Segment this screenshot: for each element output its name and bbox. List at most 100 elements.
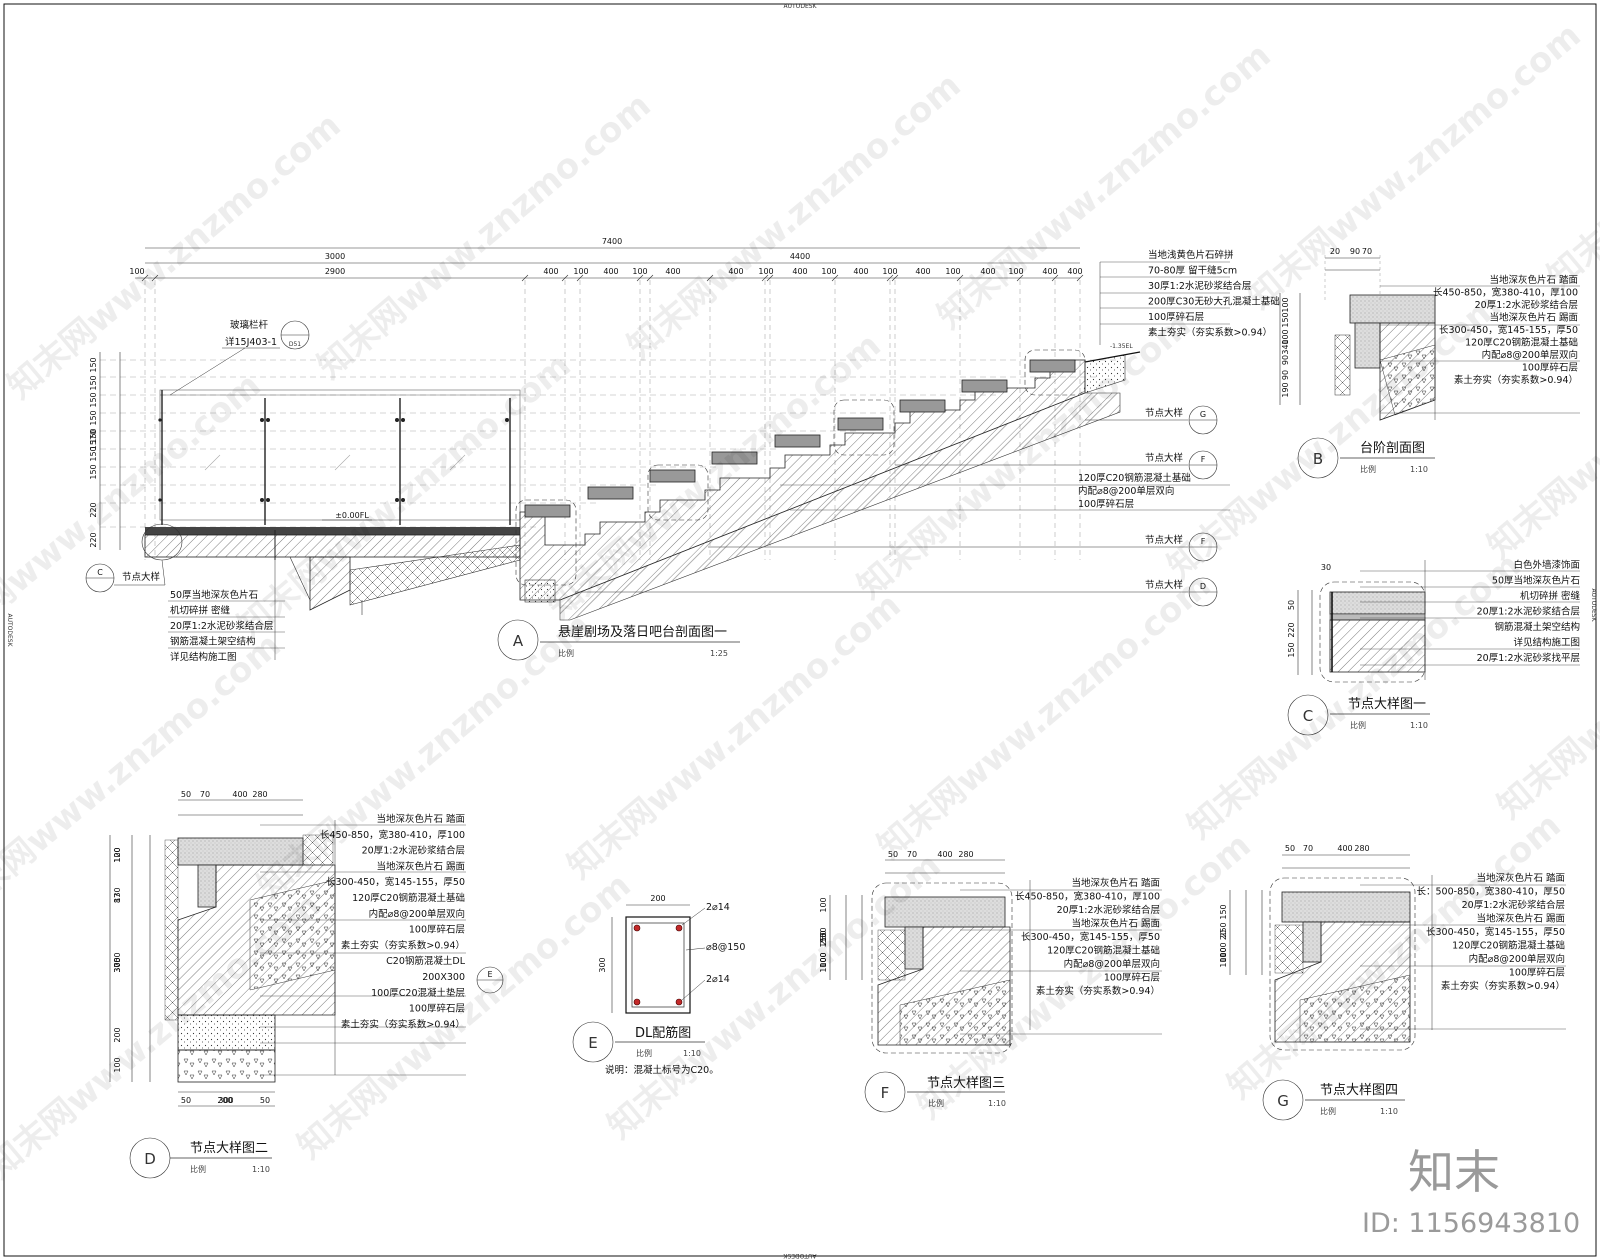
f-note-7: 100厚碎石层 bbox=[1104, 972, 1160, 984]
d-dim-left-8: 100 bbox=[113, 1057, 122, 1072]
e-label: E bbox=[588, 1034, 597, 1052]
f-dim-left-4: 150 bbox=[819, 932, 828, 947]
d-note-4: 长300-450，宽145-155，厚50 bbox=[326, 876, 465, 888]
b-note-5: 120厚C20钢筋混凝土基础 bbox=[1465, 337, 1578, 349]
a-callout-text-2: 节点大样 bbox=[1145, 534, 1183, 546]
a-dim-total: 7400 bbox=[602, 237, 622, 246]
e-stirrup: ⌀8@150 bbox=[706, 942, 745, 953]
e-dim-w: 200 bbox=[650, 894, 665, 903]
b-note-8: 素土夯实（夯实系数>0.94） bbox=[1454, 374, 1578, 386]
d-dim-bottom-0: 50 bbox=[181, 1096, 191, 1105]
f-scale-label: 比例 bbox=[928, 1098, 944, 1108]
railing-ref: 详15J403-1 bbox=[225, 336, 277, 348]
c-note-0: 白色外墙漆饰面 bbox=[1513, 559, 1580, 571]
a-dim-low-15: 400 bbox=[980, 267, 995, 276]
d-scale-label: 比例 bbox=[190, 1164, 206, 1174]
c-dim-left-1: 50 bbox=[1287, 600, 1296, 610]
d-dim-top-3: 280 bbox=[252, 790, 267, 799]
a-dim-low-17: 400 bbox=[1042, 267, 1057, 276]
a-left-note-1: 机切碎拼 密缝 bbox=[170, 605, 231, 617]
brand-logo: 知末 bbox=[1408, 1145, 1500, 1199]
a-right-note-2: 30厚1:2水泥砂浆结合层 bbox=[1148, 280, 1251, 292]
b-note-7: 100厚碎石层 bbox=[1522, 362, 1578, 374]
autodesk-top: AUTODESK bbox=[783, 3, 817, 10]
g-dim-left-4: 100 bbox=[1219, 947, 1228, 962]
b-dim-left-5: 90 bbox=[1281, 355, 1290, 365]
b-note-0: 当地深灰色片石 踏面 bbox=[1489, 274, 1578, 286]
f-title: 节点大样图三 bbox=[927, 1076, 1005, 1091]
d-note-3: 当地深灰色片石 踢面 bbox=[376, 860, 465, 872]
d-note-9: C20钢筋混凝土DL bbox=[386, 955, 466, 967]
b-dim-left-4: 90 bbox=[1281, 370, 1290, 380]
a-left-note-2: 20厚1:2水泥砂浆结合层 bbox=[170, 620, 273, 632]
a-callout-text-3: 节点大样 bbox=[1145, 579, 1183, 591]
watermark-16: 知末网www.znzmo.com bbox=[1180, 545, 1529, 847]
c-note-4: 钢筋混凝土架空结构 bbox=[1494, 621, 1580, 633]
a-dim-4400: 4400 bbox=[790, 252, 810, 261]
a-dim-left-0: 1570 bbox=[89, 430, 98, 450]
e-rebar-bottom: 2⌀14 bbox=[706, 974, 730, 985]
g-note-8: 素土夯实（夯实系数>0.94） bbox=[1441, 980, 1565, 992]
a-right-level: -1.35EL bbox=[1110, 343, 1133, 350]
g-note-4: 长300-450，宽145-155，厚50 bbox=[1426, 926, 1565, 938]
f-dim-top-0: 400 bbox=[937, 850, 952, 859]
a-right-note-1: 70-80厚 留干缝5cm bbox=[1148, 265, 1237, 277]
g-title: 节点大样图四 bbox=[1320, 1083, 1398, 1098]
a-callout-text-1: 节点大样 bbox=[1145, 452, 1183, 464]
d-dim-top-0: 400 bbox=[232, 790, 247, 799]
d-scale: 1:10 bbox=[252, 1165, 270, 1174]
g-note-6: 内配⌀8@200单层双向 bbox=[1469, 953, 1565, 965]
watermark-2: 知末网www.znzmo.com bbox=[620, 65, 969, 367]
b-note-1: 长450-850，宽380-410，厚100 bbox=[1433, 287, 1578, 299]
a-dim-low-12: 100 bbox=[882, 267, 897, 276]
d-note-10: 200X300 bbox=[422, 972, 465, 983]
a-callout-tag-0: G bbox=[1200, 410, 1206, 419]
f-note-2: 20厚1:2水泥砂浆结合层 bbox=[1057, 904, 1160, 916]
g-note-0: 当地深灰色片石 踏面 bbox=[1476, 872, 1565, 884]
a-dim-left-8: 220 bbox=[89, 502, 98, 517]
a-right-note-4: 100厚碎石层 bbox=[1148, 311, 1204, 323]
a-dim-low-2: 400 bbox=[543, 267, 558, 276]
a-callout-text-0: 节点大样 bbox=[1145, 407, 1183, 419]
e-note: 说明：混凝土标号为C20。 bbox=[605, 1064, 719, 1076]
g-dim-left-1: 150 bbox=[1219, 904, 1228, 919]
f-dim-left-3: 100 bbox=[819, 952, 828, 967]
a-label: A bbox=[513, 632, 524, 650]
f-dim-left-1: 100 bbox=[819, 897, 828, 912]
b-dim-left-0: 340 bbox=[1281, 339, 1290, 354]
e-rebar-top: 2⌀14 bbox=[706, 902, 730, 913]
d-note-11: 100厚C20混凝土垫层 bbox=[371, 987, 465, 999]
railing-label: 玻璃栏杆 bbox=[230, 319, 269, 331]
d-dim-top-1: 50 bbox=[181, 790, 191, 799]
c-scale: 1:10 bbox=[1410, 721, 1428, 730]
autodesk-right: AUTODESK bbox=[1590, 588, 1597, 622]
a-dim-low-11: 400 bbox=[853, 267, 868, 276]
f-dim-left-5: 100 bbox=[819, 957, 828, 972]
c-title: 节点大样图一 bbox=[1348, 697, 1426, 712]
a-dim-low-0: 100 bbox=[129, 267, 144, 276]
e-dim-h: 300 bbox=[598, 957, 607, 972]
a-right-note-5: 素土夯实（夯实系数>0.94） bbox=[1148, 327, 1272, 339]
a-dim-left-4: 150 bbox=[89, 410, 98, 425]
b-dim-left-1: 150 bbox=[1281, 312, 1290, 327]
a-dim-low-7: 400 bbox=[728, 267, 743, 276]
f-note-5: 120厚C20钢筋混凝土基础 bbox=[1047, 945, 1160, 957]
g-note-3: 当地深灰色片石 踢面 bbox=[1476, 913, 1565, 925]
a-scale: 1:25 bbox=[710, 649, 728, 658]
f-note-6: 内配⌀8@200单层双向 bbox=[1064, 958, 1160, 970]
f-scale: 1:10 bbox=[988, 1099, 1006, 1108]
g-dim-top-0: 400 bbox=[1337, 844, 1352, 853]
g-note-2: 20厚1:2水泥砂浆结合层 bbox=[1462, 899, 1565, 911]
watermark-15: 知末网www.znzmo.com bbox=[870, 565, 1219, 867]
d-note-7: 100厚碎石层 bbox=[409, 924, 465, 936]
section-e-drawing: 200 300 2⌀14 ⌀8@150 2⌀14 E DL配筋图 比例 1:10… bbox=[572, 894, 745, 1076]
f-dim-left-2: 150 bbox=[819, 927, 828, 942]
a-dim-left-9: 220 bbox=[89, 532, 98, 547]
d-note-13: 素土夯实（夯实系数>0.94） bbox=[341, 1018, 465, 1030]
c-dim-top-0: 30 bbox=[1321, 563, 1331, 572]
b-dim-top-0: 90 bbox=[1350, 247, 1360, 256]
